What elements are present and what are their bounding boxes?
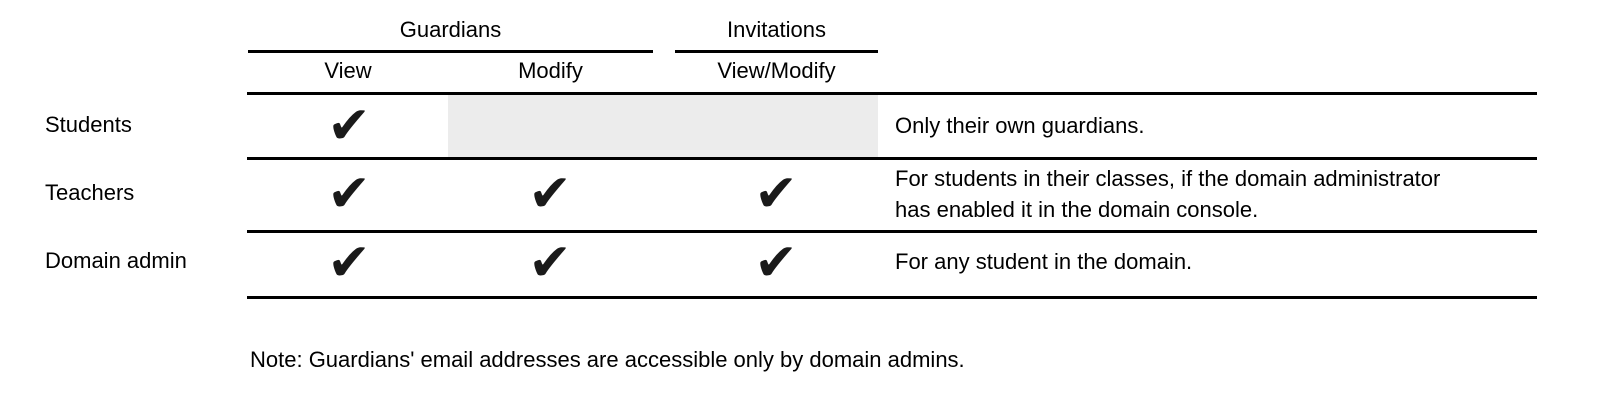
- row-label-domain-admin: Domain admin: [45, 248, 187, 273]
- row-label-teachers: Teachers: [45, 180, 135, 205]
- row-divider-admin: [247, 296, 1537, 299]
- check-icon: ✔: [528, 165, 572, 223]
- footnote: Note: Guardians' email addresses are acc…: [250, 347, 965, 372]
- disabled-cells-shade: [448, 95, 878, 157]
- check-icon: ✔: [327, 234, 371, 292]
- check-icon: ✔: [327, 165, 371, 223]
- check-icon: ✔: [327, 97, 371, 155]
- note-line: Only their own guardians.: [895, 113, 1145, 138]
- note-line: has enabled it in the domain console.: [895, 197, 1259, 222]
- row-divider-students: [247, 157, 1537, 160]
- column-group-invitations: Invitations: [726, 17, 827, 42]
- check-icon: ✔: [754, 234, 798, 292]
- check-icon: ✔: [754, 165, 798, 223]
- header-divider: [247, 92, 1537, 95]
- row-note-students: Only their own guardians.: [895, 110, 1545, 141]
- row-note-teachers: For students in their classes, if the do…: [895, 163, 1545, 225]
- check-icon: ✔: [528, 234, 572, 292]
- column-header-modify: Modify: [518, 58, 583, 83]
- row-note-domain-admin: For any student in the domain.: [895, 246, 1545, 277]
- invitations-underline: [675, 50, 878, 53]
- column-header-view: View: [324, 58, 372, 83]
- note-line: For any student in the domain.: [895, 249, 1193, 274]
- note-line: For students in their classes, if the do…: [895, 166, 1441, 191]
- row-label-students: Students: [45, 112, 132, 137]
- column-header-view-modify: View/Modify: [717, 58, 836, 83]
- row-divider-teachers: [247, 230, 1537, 233]
- column-group-guardians: Guardians: [399, 17, 502, 42]
- guardians-underline: [248, 50, 653, 53]
